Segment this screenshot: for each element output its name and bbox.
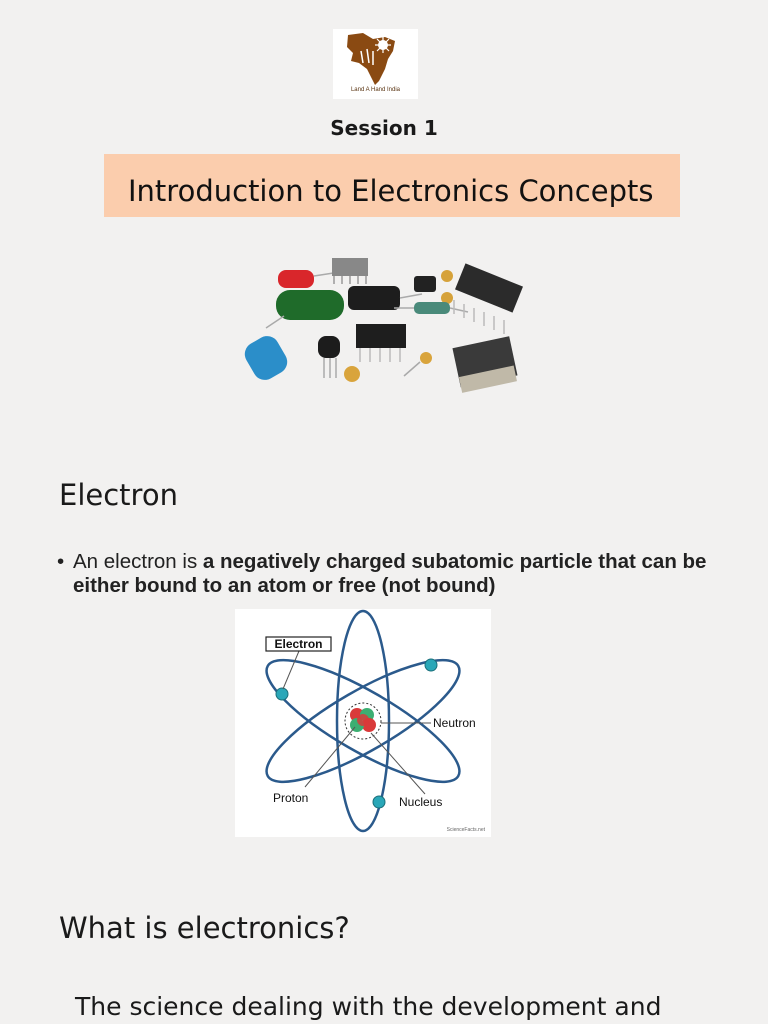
what-body-text: The science dealing with the development… <box>75 992 662 1021</box>
orbits <box>265 609 461 833</box>
electron-dot-bottom <box>372 795 386 809</box>
label-proton: Proton <box>273 791 308 805</box>
electron-bullet: • An electron is a negatively charged su… <box>57 550 717 598</box>
bullet-plain-text: An electron is <box>73 550 203 573</box>
atom-diagram: Electron Neutron Proton Nucleus ScienceF… <box>235 609 491 837</box>
electron-heading: Electron <box>59 478 178 512</box>
atom-diagram-svg: Electron Neutron Proton Nucleus ScienceF… <box>265 609 486 833</box>
credit-text: ScienceFacts.net <box>447 827 486 833</box>
bullet-bold-text: a negatively charged subatomic particle … <box>73 550 707 597</box>
electron-label-box <box>265 636 332 652</box>
orbit-vertical <box>335 609 391 833</box>
electron-dot-left <box>275 687 289 701</box>
label-neutron: Neutron <box>433 716 476 730</box>
india-map-hand-logo <box>347 33 395 85</box>
electronic-components-image <box>244 250 524 400</box>
bullet-marker: • <box>57 550 65 573</box>
page-title: Introduction to Electronics Concepts <box>128 174 654 208</box>
nucleus-boundary <box>344 702 382 740</box>
logo-text: Land A Hand India <box>350 87 401 93</box>
session-label: Session 1 <box>330 116 438 140</box>
bullet-body: An electron is a negatively charged suba… <box>73 550 717 598</box>
electronic-components-photo <box>244 258 523 393</box>
label-electron: Electron <box>274 637 322 651</box>
orbit-tilt-a <box>265 658 461 784</box>
what-heading: What is electronics? <box>59 911 350 945</box>
callout-lines <box>282 650 431 795</box>
title-box: Introduction to Electronics Concepts <box>104 154 680 217</box>
electron-dot-top-right <box>424 658 438 672</box>
orbit-tilt-b <box>265 658 461 784</box>
label-nucleus: Nucleus <box>399 795 442 809</box>
logo: Land A Hand India <box>333 29 418 99</box>
